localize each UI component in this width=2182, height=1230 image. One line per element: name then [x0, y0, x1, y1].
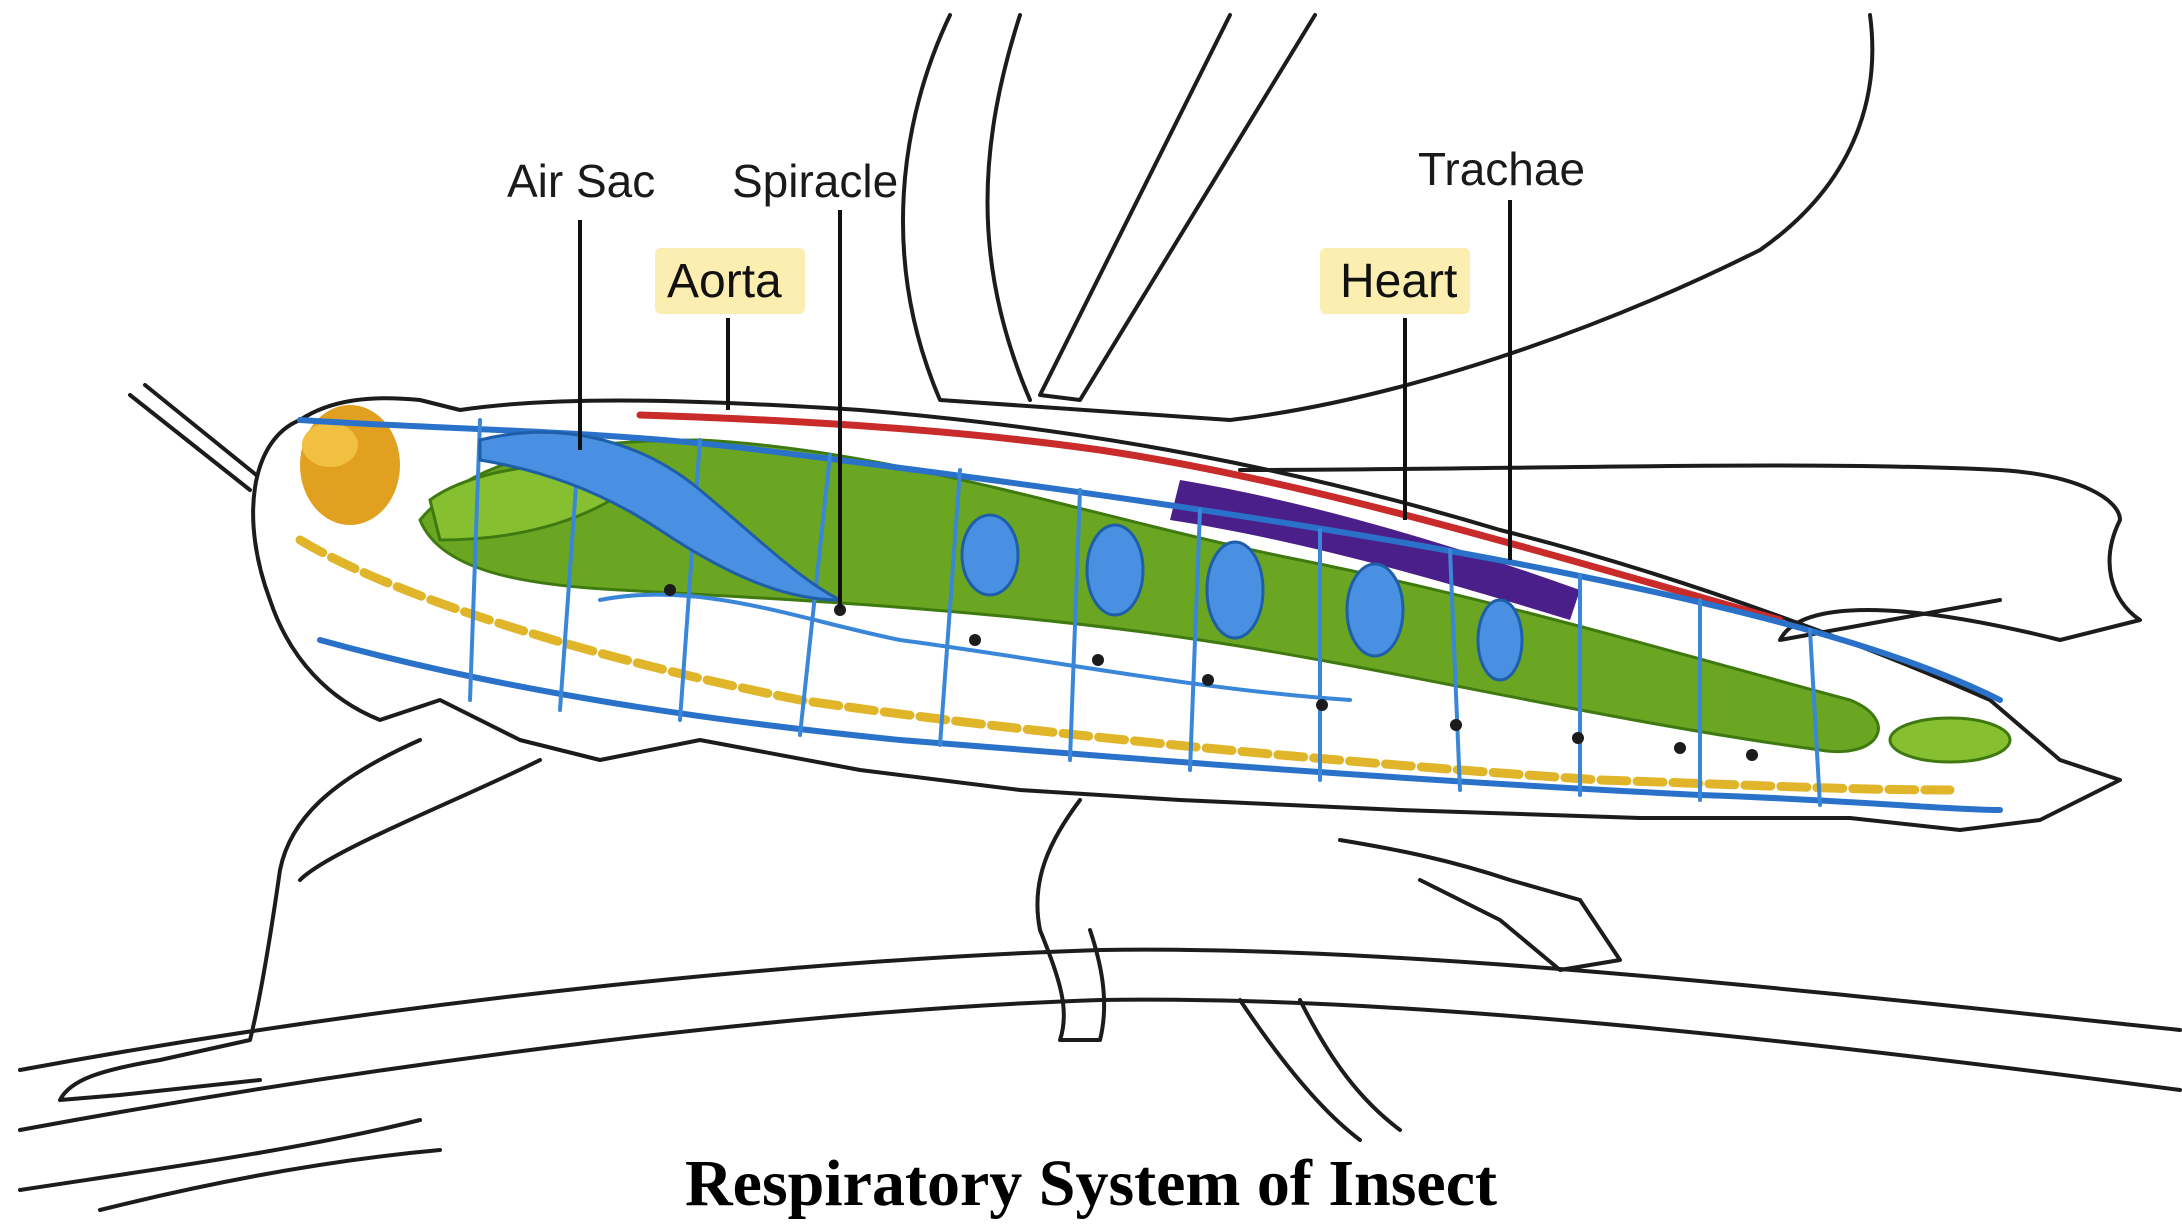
spiracle-label: Spiracle [732, 155, 898, 207]
antenna [130, 385, 260, 490]
air-sac [1207, 542, 1263, 638]
spiracle-dot [1092, 654, 1104, 666]
wing-vein [988, 15, 1031, 400]
brain-lobe [302, 423, 358, 467]
air-sac [1347, 564, 1403, 656]
aorta-label: Aorta [667, 255, 782, 308]
spiracle-dot [969, 634, 981, 646]
front-leg-inner [300, 760, 540, 880]
spiracle-dot [664, 584, 676, 596]
rectum [1890, 718, 2010, 762]
spiracle-dot [1316, 699, 1328, 711]
heart-label: Heart [1340, 255, 1457, 308]
diagram-caption: Respiratory System of Insect [685, 1147, 1497, 1220]
hind-tibia [1340, 840, 1620, 970]
branch-twig-left [20, 1120, 440, 1210]
air-sac-label: Air Sac [507, 155, 655, 207]
front-leg [60, 740, 420, 1100]
hind-leg-upper [1040, 15, 1315, 400]
spiracle-dot [1746, 749, 1758, 761]
wing-outline [903, 15, 1872, 420]
air-sac [1478, 600, 1522, 680]
trachae-label: Trachae [1418, 143, 1585, 195]
spiracle-dot [1202, 674, 1214, 686]
air-sac [1087, 525, 1143, 615]
branch-twig [1240, 1000, 1400, 1140]
spiracle-dot [1450, 719, 1462, 731]
spiracle-dot [1572, 732, 1584, 744]
air-sac [962, 515, 1018, 595]
spiracle-dot [1674, 742, 1686, 754]
